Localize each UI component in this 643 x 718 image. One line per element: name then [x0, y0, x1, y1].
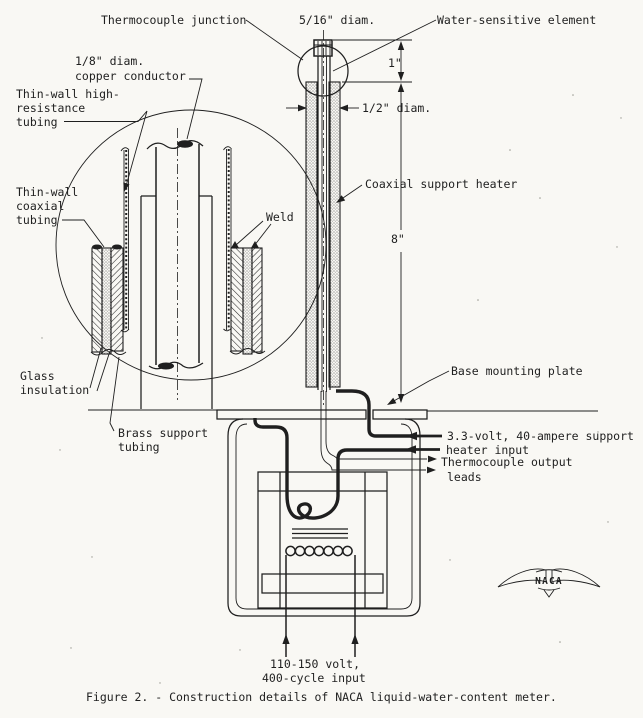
- secondary-loop-wire: [253, 418, 412, 520]
- label-heater-input-2: heater input: [446, 443, 529, 457]
- label-thermocouple-output-1: Thermocouple output: [441, 455, 573, 469]
- naca-wing-left: [497, 568, 547, 588]
- dim-arrow-right: [298, 104, 307, 112]
- weld-bead: [231, 241, 239, 248]
- leader-thermocouple-junction: [245, 19, 304, 61]
- naca-logo-text: NACA: [535, 576, 563, 587]
- coaxial-tubing-walls: [140, 195, 213, 409]
- detail-view: [55, 109, 327, 409]
- label-coaxial-tubing-2: coaxial: [16, 199, 64, 213]
- thermocouple-lead-wire: [325, 391, 427, 460]
- core-bar: [261, 573, 384, 594]
- detail-balloon-circle: [55, 109, 327, 381]
- thermocouple-junction-blob: [177, 140, 193, 148]
- water-sensitive-element-circle: [297, 45, 349, 97]
- label-thermocouple-output-2: leads: [447, 470, 482, 484]
- label-coaxial-tubing-3: tubing: [16, 213, 58, 227]
- label-heater-input-1: 3.3-volt, 40-ampere support: [447, 429, 634, 443]
- input-arrow-up: [282, 634, 290, 644]
- paper-speckles: [41, 94, 622, 684]
- dim-arrow-up: [397, 83, 405, 92]
- label-dim-8inch: 8": [391, 232, 405, 246]
- label-high-resistance-1: Thin-wall high-: [16, 87, 120, 101]
- figure-caption: Figure 2. - Construction details of NACA…: [86, 690, 557, 704]
- label-power-input-1: 110-150 volt,: [270, 657, 360, 671]
- label-copper-conductor-2: copper conductor: [75, 69, 186, 83]
- label-water-sensitive: Water-sensitive element: [437, 13, 596, 27]
- dim-arrow-left: [339, 104, 348, 112]
- dim-arrow-up: [397, 41, 405, 50]
- label-dim-1inch: 1": [388, 56, 402, 70]
- label-weld: Weld: [266, 210, 294, 224]
- naca-wing-right: [551, 568, 601, 588]
- label-dim-half: 1/2" diam.: [362, 101, 431, 115]
- leader-copper-conductor: [186, 78, 203, 140]
- leader-coaxial-heater: [342, 184, 363, 199]
- dim-arrow-down: [397, 72, 405, 81]
- label-coaxial-tubing-1: Thin-wall: [16, 185, 78, 199]
- base-mounting-plate: [88, 409, 598, 420]
- thermocouple-lead-wire: [320, 391, 426, 471]
- label-base-plate: Base mounting plate: [451, 364, 583, 378]
- leader-glass-insulation: [96, 350, 111, 392]
- leader-high-resistance: [64, 110, 148, 189]
- heater-input-arrow: [405, 445, 416, 454]
- leader-water-sensitive: [332, 19, 437, 72]
- leader-arrowhead: [387, 397, 397, 405]
- label-power-input-2: 400-cycle input: [262, 671, 366, 685]
- label-tip-diameter: 5/16" diam.: [299, 13, 375, 27]
- heater-lead-wire: [336, 389, 412, 438]
- label-thermocouple-junction: Thermocouple junction: [101, 13, 246, 27]
- thermocouple-output-arrow: [427, 466, 436, 474]
- leader-weld: [235, 220, 264, 246]
- leader-weld: [253, 223, 272, 247]
- coaxial-heater-tube: [305, 81, 341, 388]
- naca-logo: NACA: [497, 568, 601, 598]
- leader-brass-support: [109, 356, 120, 432]
- label-brass-support-2: tubing: [118, 440, 160, 454]
- label-high-resistance-3: tubing: [16, 115, 58, 129]
- core-laminations: [292, 528, 348, 539]
- leader-glass-insulation: [89, 347, 102, 389]
- input-arrow-up: [351, 634, 359, 644]
- leader-base-plate: [391, 370, 450, 403]
- transformer: [257, 471, 388, 657]
- probe-tip-cap: [313, 39, 333, 57]
- label-high-resistance-2: resistance: [16, 101, 85, 115]
- label-brass-support-1: Brass support: [118, 426, 208, 440]
- probe-assembly: [297, 30, 349, 405]
- heater-input-arrow: [406, 431, 417, 441]
- leader-arrowhead: [336, 195, 346, 203]
- label-coaxial-heater: Coaxial support heater: [365, 177, 517, 191]
- dimension-lines: [286, 39, 412, 403]
- housing-shell: [227, 418, 421, 617]
- wiring: [253, 389, 442, 520]
- leader-arrowhead: [123, 182, 130, 192]
- leader-lines: [62, 19, 450, 432]
- copper-conductor: [146, 139, 204, 370]
- conductor-end-blob: [158, 362, 174, 370]
- thermocouple-output-arrow: [428, 455, 437, 463]
- label-glass-insulation-1: Glass: [20, 369, 55, 383]
- label-copper-conductor-1: 1/8" diam.: [75, 54, 144, 68]
- label-glass-insulation-2: insulation: [20, 383, 89, 397]
- leader-coaxial-tubing: [62, 219, 105, 248]
- high-resistance-tubing: [120, 146, 232, 333]
- primary-coil: [285, 545, 353, 557]
- support-tube-stacks: [90, 241, 266, 356]
- labels: Thermocouple junction 5/16" diam. Water-…: [16, 13, 634, 685]
